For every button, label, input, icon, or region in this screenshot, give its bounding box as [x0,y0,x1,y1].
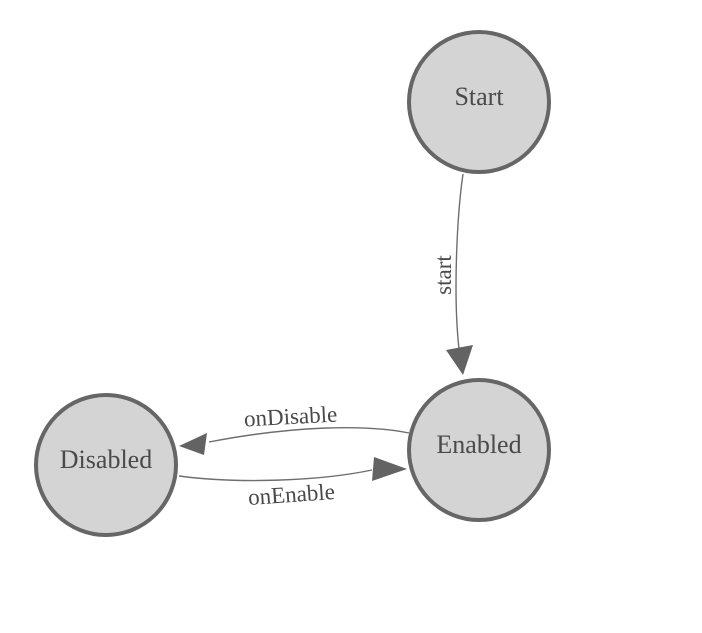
arrowhead-into-enabled-top-icon [446,345,473,375]
edge-label-ondisable: onDisable [243,402,337,432]
state-node-enabled[interactable]: Enabled [407,378,551,522]
edge-disabled-to-enabled[interactable]: onEnable [178,457,407,510]
edge-path-disabled-to-enabled[interactable] [178,469,373,482]
arrowhead-into-enabled-left-icon [372,457,407,481]
state-circle-start[interactable] [407,30,551,174]
edge-label-onenable: onEnable [247,479,335,510]
state-label-start: Start [454,82,504,111]
edge-path-start-to-enabled[interactable] [455,173,464,350]
edge-start-to-enabled[interactable]: start [431,173,473,375]
state-node-disabled[interactable]: Disabled [34,393,178,537]
edge-path-enabled-to-disabled[interactable] [208,426,410,443]
edge-label-start: start [431,255,456,295]
arrowhead-into-disabled-icon [179,433,207,455]
state-label-enabled: Enabled [436,430,521,459]
state-circle-disabled[interactable] [34,393,178,537]
edge-enabled-to-disabled[interactable]: onDisable [179,402,410,455]
state-circle-enabled[interactable] [407,378,551,522]
state-node-start[interactable]: Start [407,30,551,174]
state-label-disabled: Disabled [60,445,152,474]
